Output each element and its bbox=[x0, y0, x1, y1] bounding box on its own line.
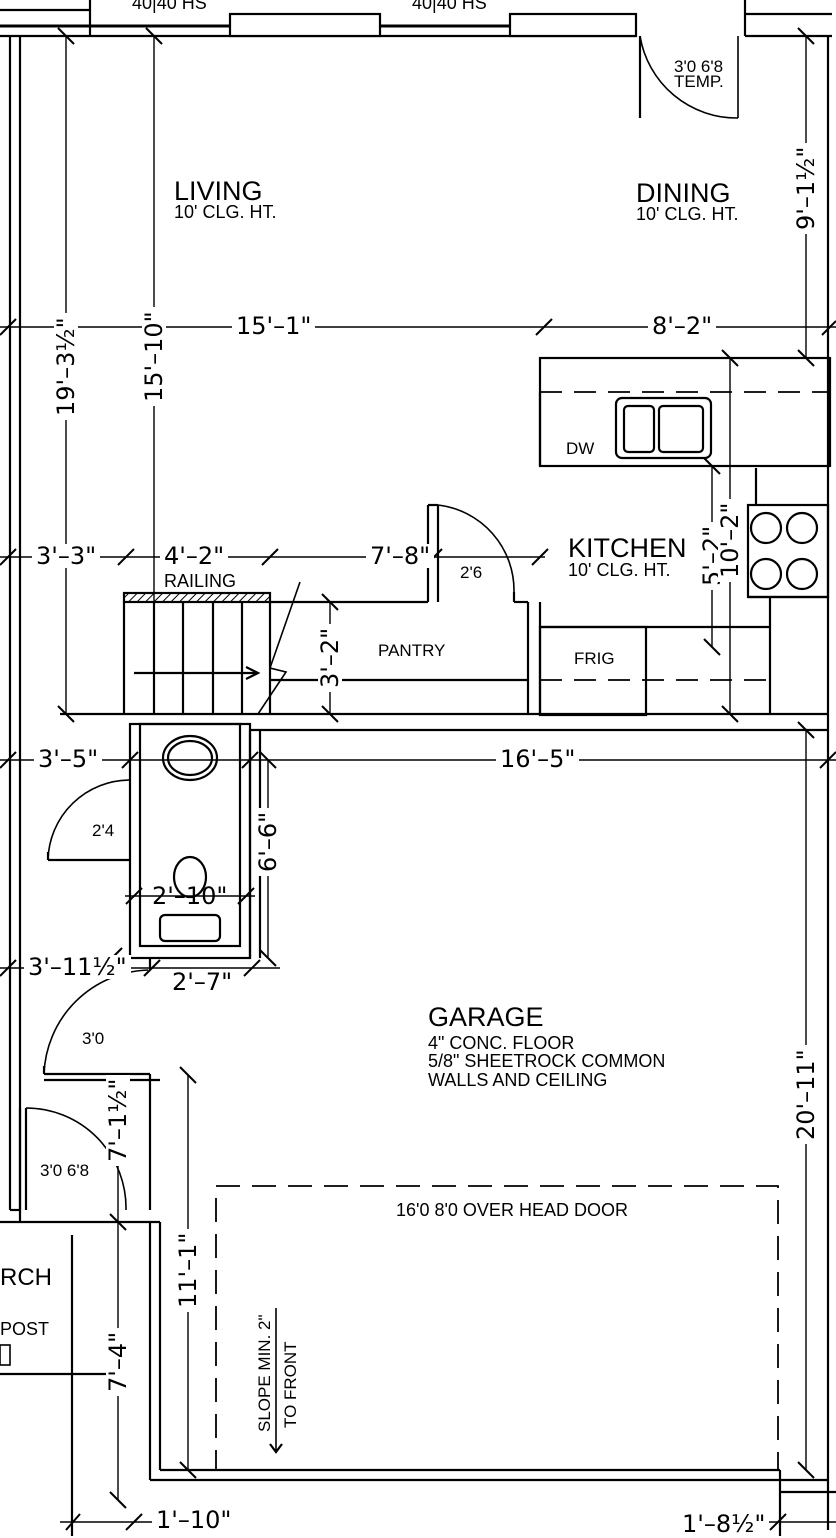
dimension-lines bbox=[0, 27, 836, 1531]
pantry-label: PANTRY bbox=[378, 641, 446, 660]
living-ceiling-height: 10' CLG. HT. bbox=[174, 202, 277, 222]
dimension-living-depth-inner: 15'–10" bbox=[140, 307, 168, 406]
dimension-kitchen-depth: 10'–2" bbox=[716, 498, 744, 582]
railing-label: RAILING bbox=[164, 571, 237, 591]
dimension-bath-width: 3'–5" bbox=[34, 747, 103, 771]
garage-doors bbox=[0, 969, 160, 1366]
dimension-living-width: 15'–1" bbox=[232, 314, 316, 338]
front-door-note: TEMP. bbox=[674, 72, 724, 91]
dimension-bath-inner: 2'–10" bbox=[152, 882, 228, 910]
dimension-entry: 2'–7" bbox=[168, 970, 237, 994]
bath-door-size: 2'4 bbox=[92, 821, 115, 840]
dimension-pantry-run: 7'–8" bbox=[366, 544, 435, 568]
side-door-size: 3'0 6'8 bbox=[40, 1161, 90, 1180]
dimension-garage-depth: 20'–11" bbox=[792, 1045, 820, 1144]
garage-note: 5/8" SHEETROCK COMMON bbox=[428, 1051, 666, 1071]
kitchen-room-name: KITCHEN bbox=[568, 533, 687, 563]
dimension-living-depth: 19'–3½" bbox=[52, 313, 80, 420]
dimension-hall-width: 3'–3" bbox=[32, 544, 101, 568]
post-label: POST bbox=[0, 1319, 50, 1339]
dining-ceiling-height: 10' CLG. HT. bbox=[636, 204, 739, 224]
front-door-size: 3'0 6'8 bbox=[674, 57, 724, 76]
dimension-porch-width: 1'–10" bbox=[152, 1508, 236, 1532]
dimension-porch-depth: 7'–4" bbox=[104, 1327, 132, 1396]
slope-note: TO FRONT bbox=[281, 1341, 300, 1428]
pantry-door-size: 2'6 bbox=[460, 563, 483, 582]
refrigerator-label: FRIG bbox=[574, 649, 615, 668]
slope-note: SLOPE MIN. 2" bbox=[255, 1314, 274, 1432]
windows bbox=[228, 12, 638, 38]
stair-and-pantry bbox=[60, 503, 828, 716]
dimension-closet: 7'–1½" bbox=[104, 1074, 132, 1166]
kitchen-ceiling-height: 10' CLG. HT. bbox=[568, 560, 671, 580]
garage-walls bbox=[148, 728, 836, 1536]
dimension-dining-depth: 9'–1½" bbox=[792, 142, 820, 234]
front-door bbox=[638, 35, 739, 119]
garage-door-size: 3'0 bbox=[82, 1029, 105, 1048]
dimension-garage-wall: 11'–1" bbox=[174, 1228, 202, 1312]
dimension-dining-width: 8'–2" bbox=[648, 314, 717, 338]
dimension-hall-2: 3'–11½" bbox=[24, 955, 131, 979]
garage-note: 4" CONC. FLOOR bbox=[428, 1033, 575, 1053]
garage-note: WALLS AND CEILING bbox=[428, 1070, 608, 1090]
garage-room-name: GARAGE bbox=[428, 1002, 544, 1032]
dining-room-name: DINING bbox=[636, 178, 731, 208]
window-label: 40|40 HS bbox=[132, 0, 207, 13]
living-room-name: LIVING bbox=[174, 176, 263, 206]
dimension-right-offset: 1'–8½" bbox=[678, 1512, 770, 1536]
window-label: 40|40 HS bbox=[412, 0, 487, 13]
dimension-bath-depth: 6'–6" bbox=[254, 807, 282, 876]
porch-room-name: RCH bbox=[0, 1264, 52, 1291]
dimension-pantry-depth: 3'–2" bbox=[316, 623, 344, 692]
overhead-door-label: 16'0 8'0 OVER HEAD DOOR bbox=[396, 1200, 628, 1220]
dimension-railing-width: 4'–2" bbox=[160, 544, 229, 568]
dishwasher-label: DW bbox=[566, 439, 595, 458]
dimension-garage-width: 16'–5" bbox=[496, 747, 580, 771]
